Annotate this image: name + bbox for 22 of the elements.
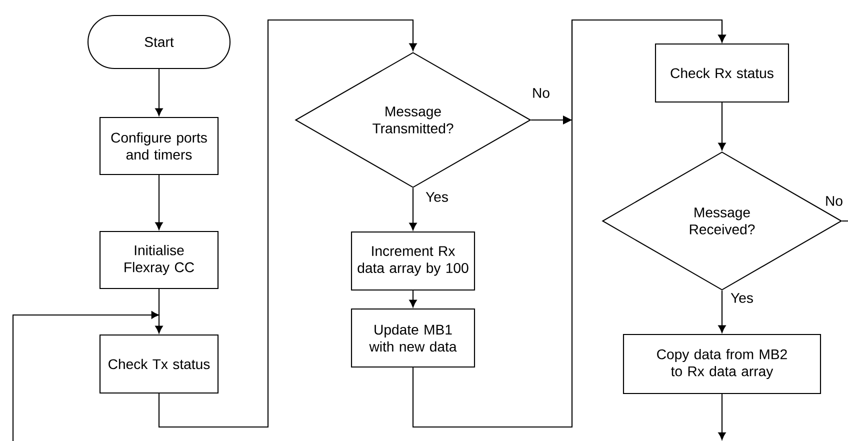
process-box: Initialise Flexray CC: [99, 230, 219, 290]
edge-label: No: [824, 194, 844, 208]
edge-label: No: [530, 86, 552, 100]
arrow: [409, 188, 417, 230]
arrow: [155, 289, 163, 334]
process-box: Copy data from MB2 to Rx data array: [622, 334, 822, 394]
arrow: [412, 19, 726, 428]
process-box: Increment Rx data array by 100: [350, 231, 476, 291]
arrow: [158, 19, 417, 428]
process-box: Check Rx status: [654, 43, 790, 103]
edge-label: Yes: [424, 190, 450, 204]
process-box: Check Tx status: [99, 334, 219, 394]
arrow: [718, 102, 726, 150]
arrow: [155, 69, 163, 116]
arrow: [409, 290, 417, 308]
arrow: [12, 311, 159, 441]
process-box: Update MB1 with new data: [350, 308, 476, 368]
arrow: [718, 394, 726, 440]
arrow: [718, 290, 726, 333]
edge-label: Yes: [729, 292, 755, 304]
process-box: Configure ports and timers: [99, 116, 219, 176]
arrow: [155, 175, 163, 230]
